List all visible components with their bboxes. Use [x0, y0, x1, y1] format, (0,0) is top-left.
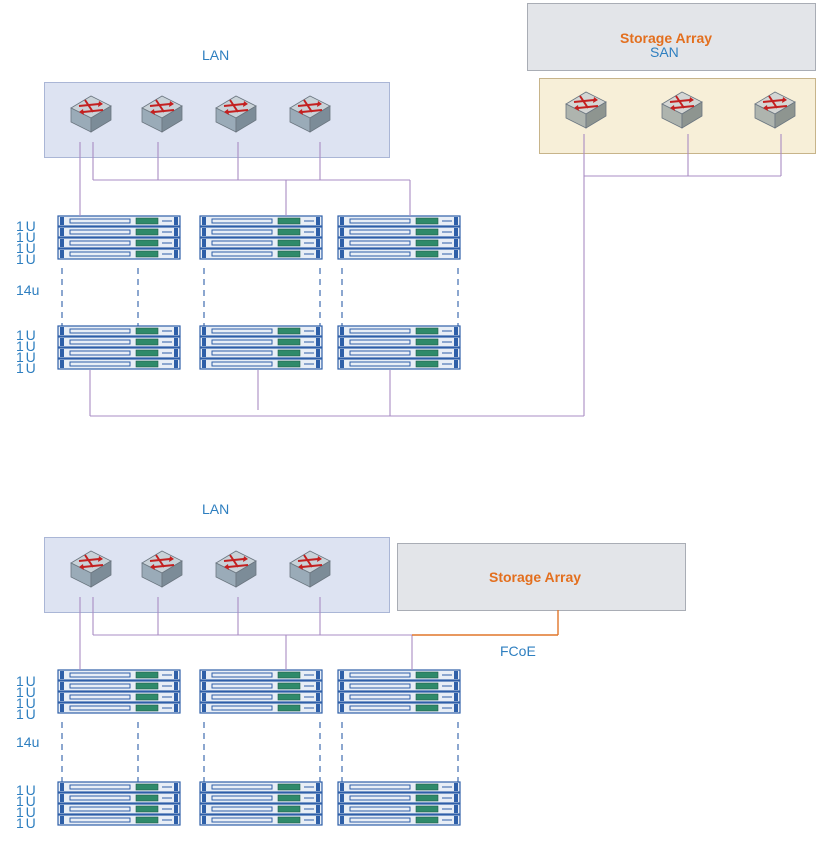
lan-switch-icon: [141, 550, 183, 588]
rack-unit-label: 1 U: [16, 815, 36, 831]
server-stack: [199, 215, 323, 260]
rack-unit-labels-bottom-upper: 1 U 1 U 1 U 1 U: [16, 673, 36, 722]
server-stack: [57, 781, 181, 826]
server-stack: [199, 781, 323, 826]
lan-switch-icon: [70, 550, 112, 588]
rack-unit-label: 1 U: [16, 360, 36, 376]
server-stack: [57, 325, 181, 370]
lan-label-top: LAN: [202, 47, 230, 63]
rack-unit-label: 1 U: [16, 349, 36, 365]
rack-unit-label: 1 U: [16, 804, 36, 820]
rack-unit-labels-top-upper: 1 U 1 U 1 U 1 U: [16, 218, 36, 267]
rack-unit-label: 1 U: [16, 706, 36, 722]
san-switch-icon: [661, 91, 703, 129]
storage-array-top: [527, 3, 816, 71]
san-label: SAN: [650, 44, 679, 60]
server-stack: [57, 669, 181, 714]
rack-unit-label: 1 U: [16, 782, 36, 798]
fcoe-label: FCoE: [500, 643, 536, 659]
server-stack: [57, 215, 181, 260]
rack-unit-label: 1 U: [16, 229, 36, 245]
server-stack: [199, 669, 323, 714]
rack-unit-label: 1 U: [16, 673, 36, 689]
rack-unit-label: 1 U: [16, 240, 36, 256]
rack-unit-labels-bottom-lower: 1 U 1 U 1 U 1 U: [16, 782, 36, 831]
rack-unit-label: 1 U: [16, 695, 36, 711]
rack-unit-label: 1 U: [16, 251, 36, 267]
storage-array-bottom: [397, 543, 686, 611]
rack-height-label-top: 14u: [16, 282, 40, 298]
lan-switch-icon: [289, 95, 331, 133]
server-stack: [199, 325, 323, 370]
rack-unit-label: 1 U: [16, 338, 36, 354]
server-stack: [337, 781, 461, 826]
rack-unit-label: 1 U: [16, 218, 36, 234]
san-switch-icon: [565, 91, 607, 129]
server-stack: [337, 215, 461, 260]
server-stack: [337, 669, 461, 714]
lan-switch-icon: [141, 95, 183, 133]
storage-array-title-bottom: Storage Array: [489, 569, 582, 585]
lan-switch-icon: [289, 550, 331, 588]
server-stack: [337, 325, 461, 370]
lan-label-bottom: LAN: [202, 501, 230, 517]
rack-unit-label: 1 U: [16, 327, 36, 343]
lan-switch-icon: [70, 95, 112, 133]
lan-switch-icon: [215, 95, 257, 133]
storage-array-title-top: Storage Array: [620, 30, 713, 46]
rack-unit-label: 1 U: [16, 684, 36, 700]
rack-height-label-bottom: 14u: [16, 734, 40, 750]
rack-unit-labels-top-lower: 1 U 1 U 1 U 1 U: [16, 327, 36, 376]
lan-switch-icon: [215, 550, 257, 588]
rack-unit-label: 1 U: [16, 793, 36, 809]
san-switch-icon: [754, 91, 796, 129]
